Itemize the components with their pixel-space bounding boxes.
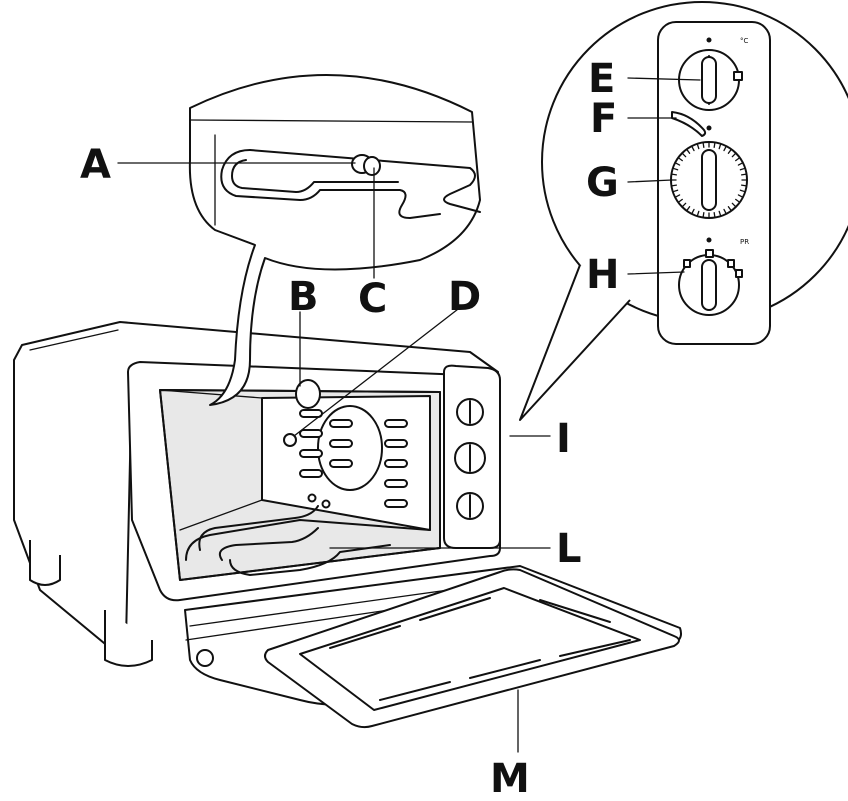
timer-tick — [673, 189, 679, 193]
timer-tick — [671, 184, 678, 187]
timer-tick — [673, 167, 679, 171]
timer-tick — [737, 194, 743, 198]
timer-tick — [723, 208, 727, 214]
part-labels: A B C D E F G H I L M — [80, 56, 619, 801]
vent-slot — [329, 439, 353, 448]
temp-unit-mark: °C — [740, 37, 749, 45]
timer-tick — [702, 211, 705, 218]
top-callout — [188, 74, 481, 406]
timer-tick — [671, 173, 678, 176]
timer-tick — [718, 144, 722, 150]
timer-tick — [682, 202, 687, 207]
oven-light — [283, 433, 297, 447]
timer-tick — [739, 189, 745, 193]
timer-tick — [702, 142, 705, 149]
label-e: E — [588, 56, 615, 102]
label-b: B — [288, 274, 319, 320]
vent-slot — [299, 469, 323, 478]
timer-tick — [731, 153, 736, 158]
vent-slot — [384, 499, 408, 508]
tray-slot — [559, 639, 631, 657]
vent-slot — [384, 479, 408, 488]
vent-slot — [384, 439, 408, 448]
timer-tick — [727, 206, 732, 211]
timer-tick — [678, 198, 683, 203]
timer-tick — [735, 198, 740, 203]
tray-slot — [539, 599, 611, 623]
timer-tick — [678, 157, 683, 162]
tray-slots — [329, 597, 631, 701]
leader-lines — [117, 77, 701, 753]
timer-tick — [696, 144, 700, 150]
timer-tick — [675, 194, 681, 198]
label-i: I — [556, 416, 571, 462]
timer-tick — [686, 206, 691, 211]
label-f: F — [590, 96, 617, 142]
vent-slot — [329, 419, 353, 428]
timer-tick — [675, 162, 681, 166]
back-wall-vents — [299, 409, 408, 508]
timer-tick — [713, 142, 716, 149]
oven-lamp — [295, 379, 321, 409]
vent-slot — [384, 419, 408, 428]
tray-slot — [469, 659, 541, 679]
control-panel-callout: °C PR — [519, 1, 848, 421]
vent-slot — [299, 429, 323, 438]
timer-tick — [691, 208, 695, 214]
label-a: A — [80, 142, 111, 188]
timer-tick — [696, 210, 700, 216]
vent-slot — [299, 449, 323, 458]
indicator-light — [671, 111, 707, 137]
timer-tick — [727, 149, 732, 154]
timer-tick — [713, 211, 716, 218]
timer-tick — [740, 184, 747, 187]
tray-slot — [419, 597, 491, 621]
label-d: D — [448, 274, 481, 320]
tray-slot — [329, 625, 401, 649]
label-h: H — [586, 252, 619, 298]
timer-tick — [682, 153, 687, 158]
function-mark: PR — [740, 238, 749, 246]
label-l: L — [556, 526, 582, 572]
timer-tick — [691, 146, 695, 152]
tray-slot — [379, 681, 451, 701]
oven-body — [13, 321, 682, 729]
label-m: M — [490, 756, 530, 801]
vent-slot — [384, 459, 408, 468]
timer-tick — [723, 146, 727, 152]
timer-tick — [737, 162, 743, 166]
label-c: C — [358, 276, 387, 322]
timer-tick — [686, 149, 691, 154]
timer-tick — [735, 157, 740, 162]
label-g: G — [586, 160, 619, 206]
vent-slot — [329, 459, 353, 468]
timer-tick — [718, 210, 722, 216]
timer-tick — [739, 167, 745, 171]
timer-tick — [740, 173, 747, 176]
timer-tick — [731, 202, 736, 207]
vent-slot — [299, 409, 323, 418]
